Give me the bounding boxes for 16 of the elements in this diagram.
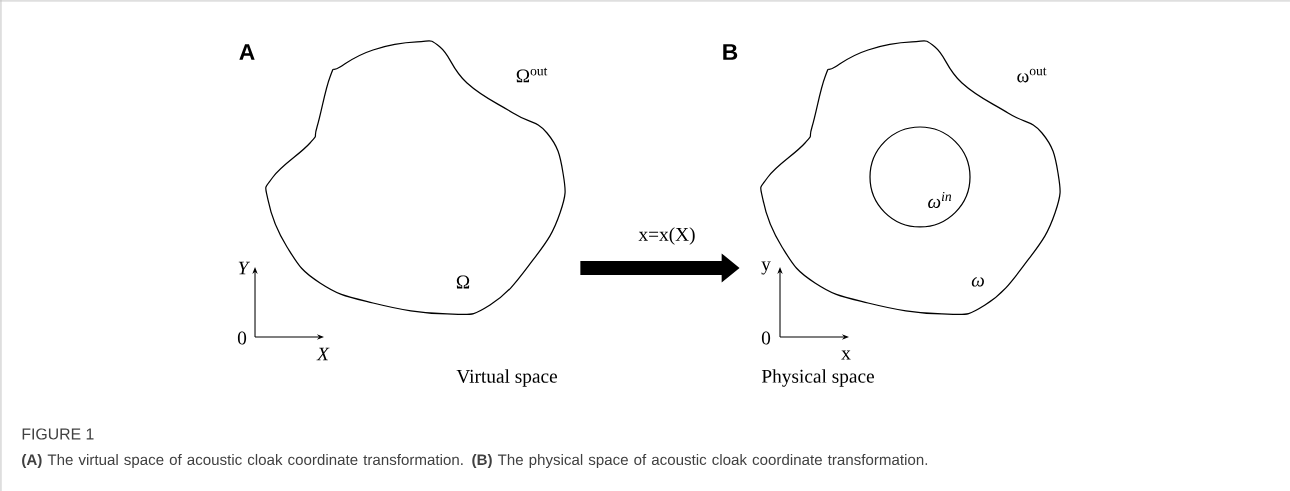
figure-caption: (A) The virtual space of acoustic cloak coordinate transformation. (B) The physical space of acoustic cloak coordinate transformation. <box>22 453 928 469</box>
edge-label: x=x(X) <box>638 227 695 245</box>
panel-caption: Physical space <box>761 369 874 387</box>
axis-label: 0 <box>237 331 247 345</box>
region-label: Ω$^{out}$ <box>516 67 548 83</box>
axis-label: y <box>761 261 771 275</box>
region-label: ω <box>971 277 984 287</box>
panel-letter: B <box>723 44 738 60</box>
panel-caption: Virtual space <box>456 369 557 387</box>
figure-title: FIGURE 1 <box>22 428 94 440</box>
axis-label: x <box>841 350 851 360</box>
region-label: Ω <box>456 275 470 289</box>
axis-label: X <box>316 347 330 361</box>
axis-label: 0 <box>761 331 771 345</box>
region-label: ω$^{out}$ <box>1017 67 1047 83</box>
region-label: ω$^{in}$ <box>928 191 952 209</box>
